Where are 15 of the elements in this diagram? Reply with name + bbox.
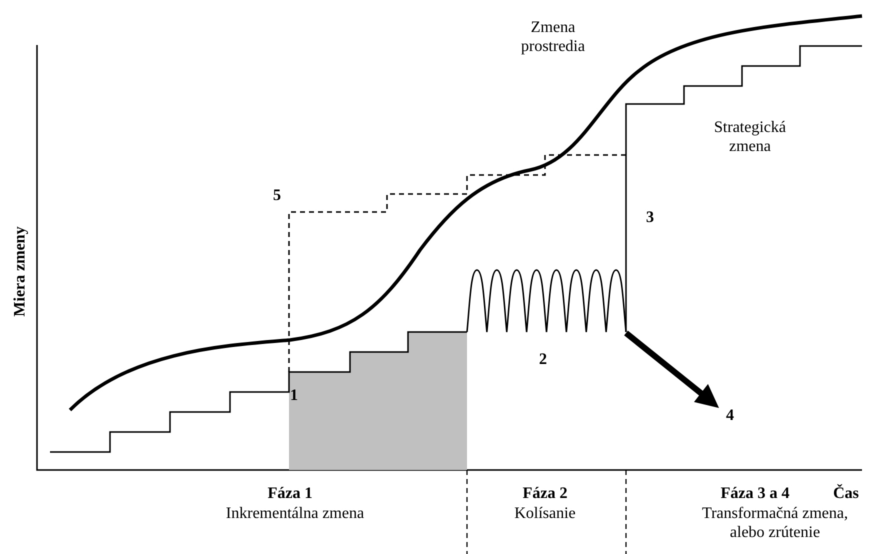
callout-number: 5 <box>272 186 282 205</box>
phase-caption: Inkrementálna zmena <box>224 504 366 523</box>
curve-label: Zmena prostredia <box>520 18 586 56</box>
phase-caption: Kolísanie <box>513 504 577 523</box>
phase-title: Fáza 3 a 4 <box>720 484 790 503</box>
phase-caption: Transformačná zmena, alebo zrútenie <box>700 504 850 542</box>
callout-number: 2 <box>538 350 548 369</box>
phase-title: Fáza 2 <box>522 484 568 503</box>
curve-label: Strategická zmena <box>713 118 787 156</box>
callout-number: 3 <box>645 208 655 227</box>
axis-title: Čas <box>832 484 860 503</box>
callout-number: 4 <box>725 406 735 425</box>
phase-title: Fáza 1 <box>266 484 314 503</box>
axis-title: Miera zmeny <box>10 225 30 319</box>
callout-number: 1 <box>289 386 299 405</box>
